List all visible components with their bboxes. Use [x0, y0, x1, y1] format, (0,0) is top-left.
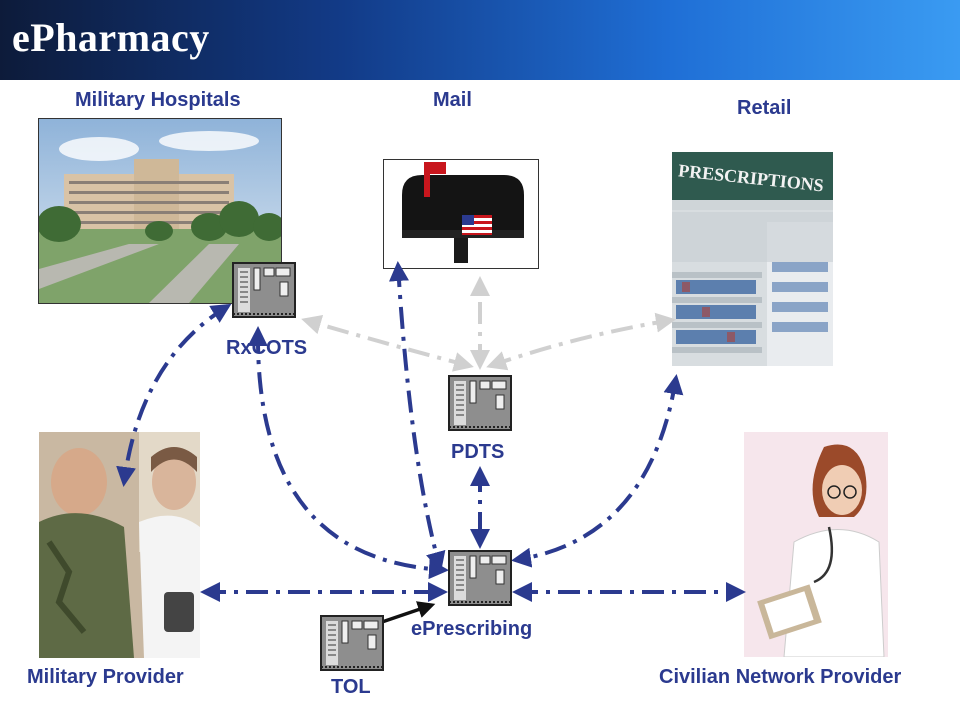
label-mail: Mail	[433, 89, 472, 111]
server-icon	[320, 615, 384, 671]
page-title: ePharmacy	[12, 15, 210, 60]
arrow-rxcots-militaryprovider	[116, 303, 232, 487]
label-rxcots: RxCOTS	[226, 337, 308, 359]
arrow-pdts-rxcots	[301, 314, 474, 372]
flag-icon	[462, 215, 492, 235]
server-icon	[448, 375, 512, 431]
arrow-mail-eprescribing	[389, 261, 446, 572]
server-icon	[232, 262, 296, 318]
label-military-hospitals: Military Hospitals	[75, 89, 241, 111]
label-retail: Retail	[737, 97, 792, 119]
label-civilian-network-provider: Civilian Network Provider	[659, 666, 902, 688]
label-military-provider: Military Provider	[27, 666, 184, 688]
civilian-provider-photo	[744, 432, 888, 657]
pharmacy-photo: PRESCRIPTIONS	[672, 152, 833, 366]
arrow-tol-eprescribing	[381, 601, 436, 624]
label-pdts: PDTS	[451, 441, 505, 463]
mailbox-photo	[383, 159, 539, 269]
server-icon	[448, 550, 512, 606]
arrow-retail-eprescribing	[511, 374, 684, 568]
label-eprescribing: ePrescribing	[411, 618, 533, 640]
arrow-pdts-retail	[486, 312, 676, 371]
title-bar: ePharmacy	[0, 0, 960, 80]
label-tol: TOL	[331, 676, 371, 698]
